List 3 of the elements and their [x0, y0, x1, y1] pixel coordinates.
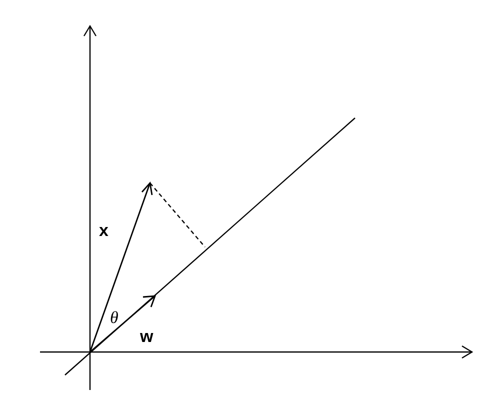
- vector-label: w: [140, 328, 154, 345]
- angle-label: θ: [110, 309, 118, 326]
- vector-label: x: [99, 222, 108, 239]
